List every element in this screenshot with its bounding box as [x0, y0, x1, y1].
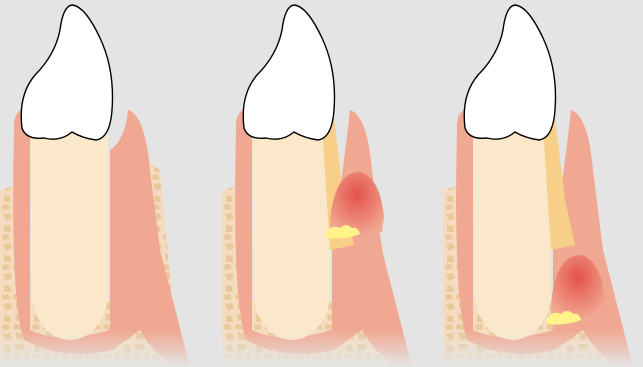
bottom-fade [443, 330, 643, 367]
tooth-icon [21, 5, 112, 140]
bottom-fade [0, 330, 200, 367]
panel-periodontitis [443, 5, 643, 367]
tooth-icon [243, 5, 334, 140]
tooth-icon [464, 5, 555, 140]
panels [0, 5, 643, 367]
panel-healthy [0, 5, 200, 367]
tooth-root [473, 125, 551, 340]
panel-gingivitis-pocket [222, 5, 422, 367]
tooth-root [252, 125, 330, 340]
tooth-root [30, 125, 108, 340]
bottom-fade [222, 330, 422, 367]
